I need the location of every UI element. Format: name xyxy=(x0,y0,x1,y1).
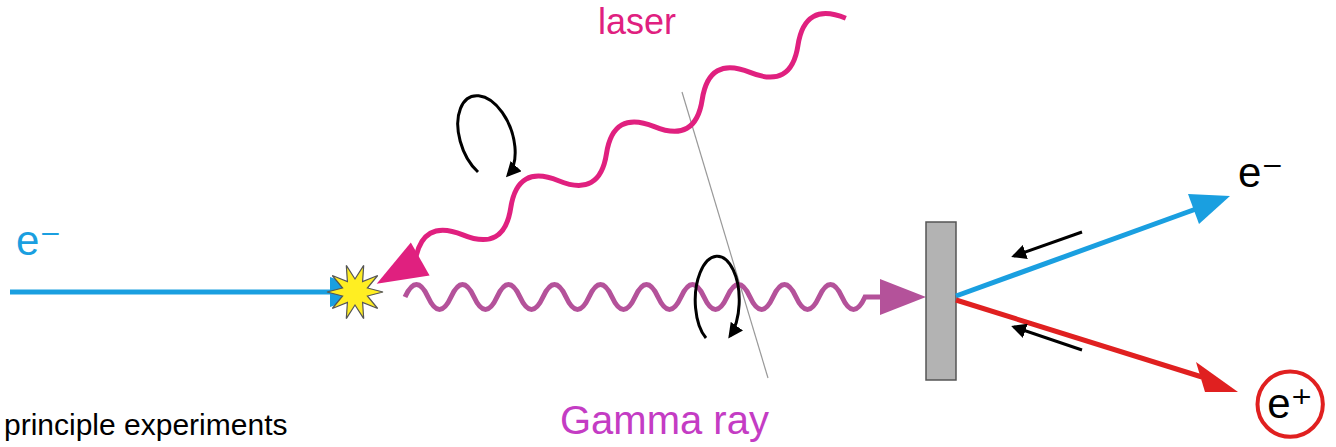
particle-label: e⁺ xyxy=(1267,381,1313,427)
positron-arrowhead xyxy=(1196,362,1238,392)
beam-label: laser xyxy=(598,2,676,42)
electron-beam xyxy=(10,290,332,295)
positron-track xyxy=(956,300,1202,377)
electron-track xyxy=(956,209,1196,296)
circle-outline xyxy=(1257,371,1322,436)
particle-circle: e⁺ xyxy=(1255,369,1325,439)
gamma-wave xyxy=(405,285,884,310)
electron-arrowhead xyxy=(1188,194,1230,224)
target-plate xyxy=(926,222,956,380)
helicity-arrow xyxy=(458,96,515,175)
gamma-arrowhead xyxy=(880,279,926,315)
beam-label: Gamma ray xyxy=(560,398,769,442)
particle-label: e⁻ xyxy=(1238,150,1284,196)
particle-label: e⁻ xyxy=(16,218,62,264)
caption-note: principle experiments xyxy=(4,408,287,441)
laser-wave xyxy=(406,3,854,277)
guide-line xyxy=(682,92,768,378)
collision-star xyxy=(327,265,383,318)
spin-arrow xyxy=(1014,327,1082,350)
spin-arrow xyxy=(1014,232,1082,256)
helicity-arrow xyxy=(695,256,739,338)
